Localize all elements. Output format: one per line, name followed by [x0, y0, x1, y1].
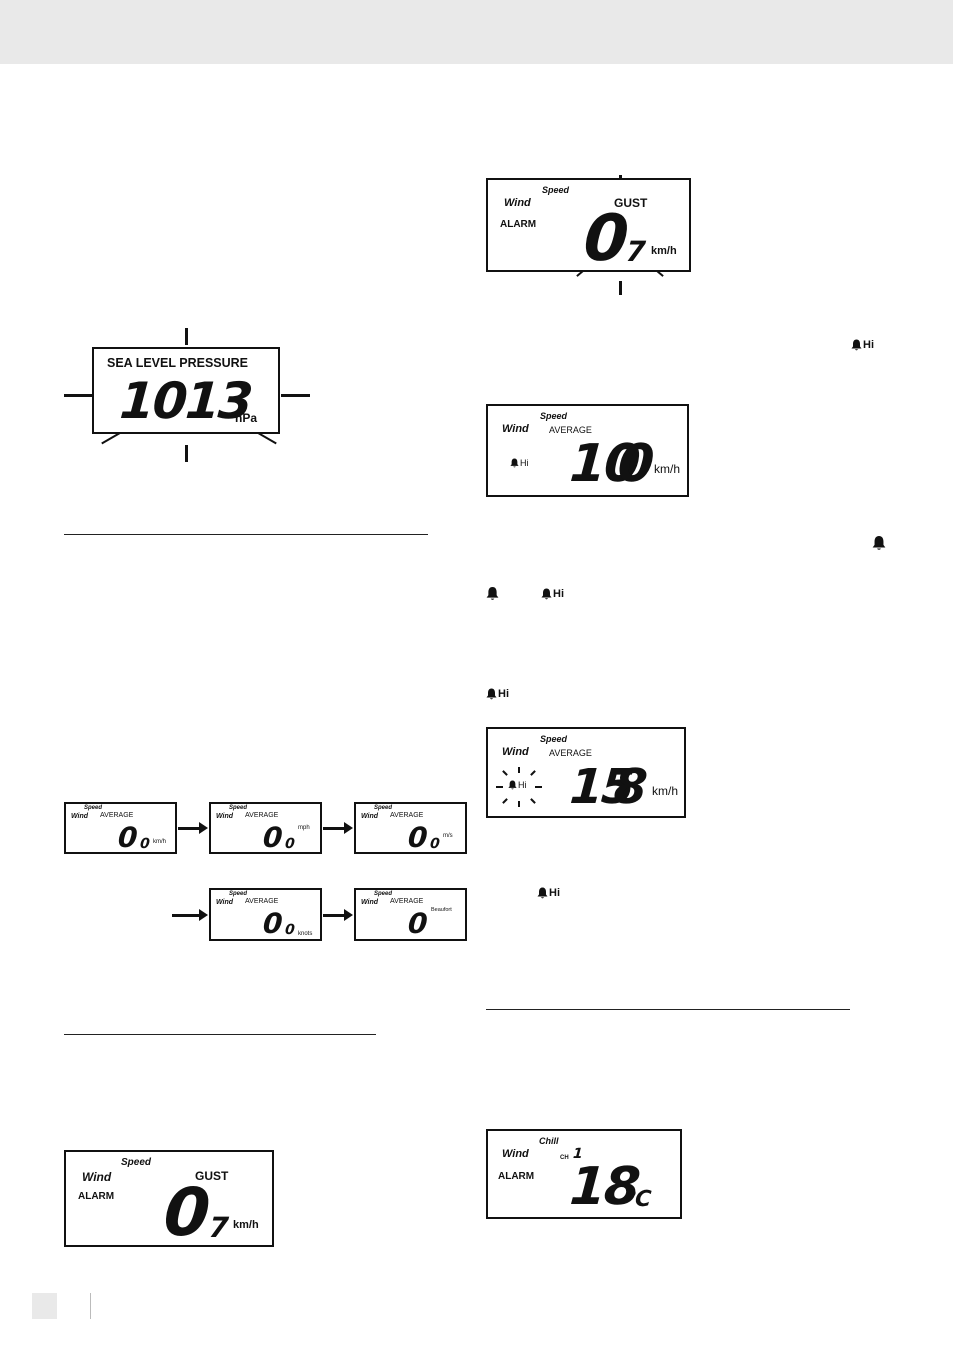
average-value-dec: 0 [139, 836, 149, 852]
wind-icon-word: Wind [216, 899, 234, 906]
bell-icon [851, 339, 862, 351]
average-label: AVERAGE [245, 898, 279, 905]
gust-value-int: 0 [581, 202, 630, 276]
wind-icon-word: Wind [216, 813, 234, 820]
gust-unit: km/h [651, 245, 677, 257]
unit-label: knots [298, 931, 313, 937]
average-value-dec: 0 [284, 836, 294, 852]
speed-icon-word: Speed [84, 805, 103, 811]
arrow-right-icon [172, 909, 208, 921]
wind-icon-word: Wind [502, 1148, 529, 1160]
bell-icon [537, 887, 548, 899]
speed-icon-word: Speed [121, 1157, 152, 1168]
average-value-int: 0 [406, 907, 427, 940]
channel-label: CH [560, 1155, 569, 1161]
wind-icon-word: Wind [361, 899, 379, 906]
bell-icon [510, 458, 519, 468]
unit-lcd-beaufort: Wind Speed AVERAGE 0 Beaufort [354, 888, 467, 941]
arrow-right-icon [178, 822, 208, 834]
average-value-int: 0 [261, 907, 282, 940]
pressure-unit: hPa [235, 411, 258, 425]
gust-label: GUST [195, 1169, 229, 1183]
alarm-label: ALARM [500, 219, 537, 230]
unit-lcd-ms: Wind Speed AVERAGE 0 0 m/s [354, 802, 467, 854]
arrow-right-icon [323, 822, 353, 834]
speed-icon-word: Speed [374, 891, 393, 897]
bell-hi-marker: Hi [508, 780, 527, 790]
unit-label: Beaufort [431, 907, 452, 913]
average-label: AVERAGE [549, 748, 592, 758]
bell-hi-marker: Hi [486, 688, 509, 700]
gust-value-dec: 7 [624, 235, 645, 268]
alarm-label: ALARM [498, 1171, 535, 1182]
bell-icon [486, 587, 499, 600]
average-label: AVERAGE [549, 425, 592, 435]
speed-icon-word: Speed [374, 805, 393, 811]
alarm-label: ALARM [78, 1191, 115, 1202]
gust-alarm-lcd-bottom: Wind Speed GUST ALARM 0 7 km/h [64, 1150, 274, 1251]
wind-icon-word: Wind [504, 197, 531, 209]
average-value-dec: 0 [284, 922, 294, 938]
speed-icon-word: Speed [542, 185, 570, 195]
unit-lcd-mph: Wind Speed AVERAGE 0 0 mph [209, 802, 322, 854]
unit-label: mph [298, 825, 310, 831]
average-unit: km/h [652, 784, 679, 798]
average-label: AVERAGE [390, 812, 424, 819]
hi-flash-rays [496, 767, 542, 807]
chill-icon-word: Chill [539, 1136, 559, 1146]
unit-label: km/h [153, 839, 167, 845]
average-label: AVERAGE [100, 812, 134, 819]
speed-icon-word: Speed [540, 411, 568, 421]
wind-icon-word: Wind [71, 813, 89, 820]
page-number-box [32, 1293, 57, 1319]
speed-icon-word: Speed [540, 734, 568, 744]
section-rule-2 [64, 1034, 376, 1035]
pressure-value: 1013 [117, 372, 254, 430]
average-unit: km/h [654, 462, 681, 476]
average-value-dec: 8 [612, 759, 648, 815]
average-value-int: 0 [406, 821, 427, 854]
pressure-label: SEA LEVEL PRESSURE [107, 356, 249, 370]
wind-icon-word: Wind [502, 423, 529, 435]
chill-unit: °C [625, 1187, 651, 1212]
pressure-lcd-display: SEA LEVEL PRESSURE 1013 hPa [92, 347, 280, 434]
bell-icon [508, 780, 517, 790]
gust-unit: km/h [233, 1219, 259, 1231]
bell-hi-marker: Hi [541, 588, 564, 600]
wind-icon-word: Wind [361, 813, 379, 820]
average-label: AVERAGE [390, 898, 424, 905]
average-alarm-lcd-15: Wind Speed AVERAGE Hi 15 8 km/h [486, 727, 686, 818]
unit-label: m/s [443, 833, 453, 839]
bell-hi-marker: Hi [510, 458, 529, 468]
gust-alarm-lcd-top: Wind Speed GUST ALARM 0 7 km/h [486, 178, 691, 276]
arrow-right-icon [323, 909, 353, 921]
average-alarm-lcd-10: Wind Speed AVERAGE Hi 10 0 km/h [486, 404, 689, 497]
average-label: AVERAGE [245, 812, 279, 819]
average-value-int: 0 [116, 821, 137, 854]
average-value-dec: 0 [615, 434, 655, 494]
section-rule-1 [64, 534, 428, 535]
gust-value-int: 0 [161, 1174, 211, 1251]
wind-icon-word: Wind [82, 1170, 112, 1184]
chill-alarm-lcd: Wind Chill CH 1 ALARM 18 °C [486, 1129, 682, 1219]
bell-icon [541, 588, 552, 600]
speed-icon-word: Speed [229, 891, 248, 897]
bell-icon [486, 688, 497, 700]
bell-icon [872, 536, 886, 550]
gust-value-dec: 7 [207, 1211, 228, 1244]
speed-icon-word: Speed [229, 805, 248, 811]
page-divider [90, 1293, 91, 1319]
average-value-dec: 0 [429, 836, 439, 852]
section-rule-3 [486, 1009, 850, 1010]
bell-hi-marker: Hi [851, 339, 874, 351]
gust-label: GUST [614, 196, 648, 210]
average-value-int: 0 [261, 821, 282, 854]
unit-lcd-knots: Wind Speed AVERAGE 0 0 knots [209, 888, 322, 941]
wind-icon-word: Wind [502, 746, 529, 758]
page-header-bar [0, 0, 953, 64]
unit-lcd-kmh: Wind Speed AVERAGE 0 0 km/h [64, 802, 177, 854]
bell-hi-marker: Hi [537, 887, 560, 899]
